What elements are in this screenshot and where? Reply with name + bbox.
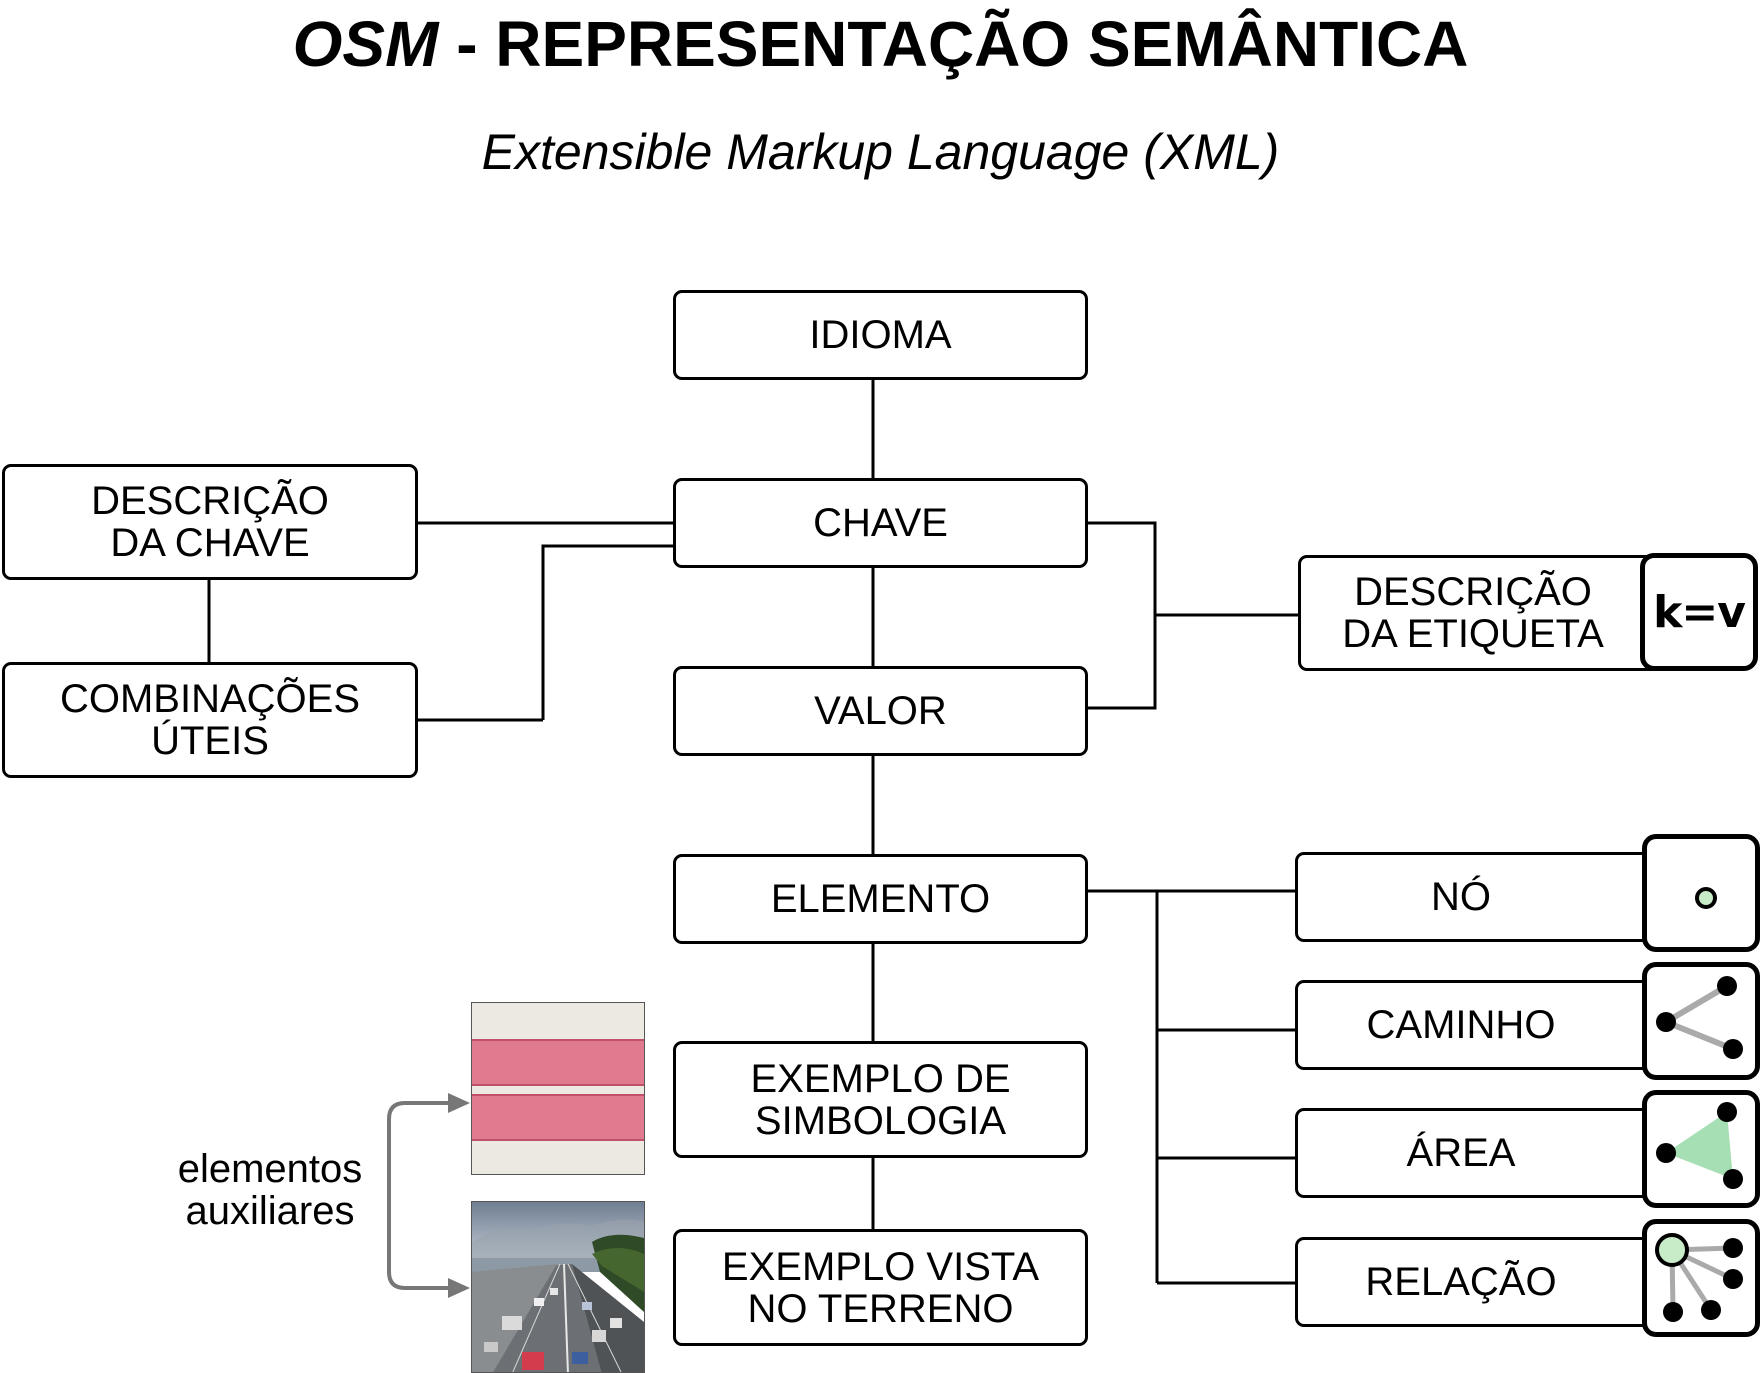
combinacoes-line1: COMBINAÇÕES: [59, 677, 361, 721]
node-icon: [1642, 834, 1760, 952]
descricao-chave-line2: DA CHAVE: [110, 521, 310, 565]
idioma-label: IDIOMA: [809, 313, 952, 357]
exemplo-simbologia-line2: SIMBOLOGIA: [754, 1098, 1007, 1143]
area-box: ÁREA: [1295, 1108, 1667, 1198]
page-subtitle: Extensible Markup Language (XML): [481, 124, 1280, 180]
auxiliary-label-line1: elementos: [177, 1147, 363, 1191]
kv-icon-text: k=v: [1653, 586, 1746, 638]
descricao-chave-line1: DESCRIÇÃO: [91, 479, 329, 523]
exemplo-vista-line1: EXEMPLO VISTA: [721, 1244, 1040, 1289]
symbology-example-image: [471, 1002, 645, 1175]
exemplo-vista-line2: NO TERRENO: [747, 1286, 1014, 1331]
caminho-label: CAMINHO: [1366, 1003, 1556, 1047]
relation-icon: [1642, 1219, 1760, 1337]
descricao-etiqueta-line2: DA ETIQUETA: [1342, 612, 1604, 656]
no-label: NÓ: [1431, 875, 1491, 919]
auxiliary-label-line2: auxiliares: [185, 1189, 355, 1233]
valor-label: VALOR: [814, 689, 947, 733]
exemplo-simbologia-line1: EXEMPLO DE: [750, 1056, 1011, 1101]
relacao-box: RELAÇÃO: [1295, 1237, 1667, 1327]
way-icon: [1642, 962, 1760, 1080]
area-label: ÁREA: [1406, 1131, 1516, 1175]
page-title: OSM - REPRESENTAÇÃO SEMÂNTICA: [0, 6, 1761, 82]
kv-icon: k=v: [1640, 553, 1758, 671]
valor-box: VALOR: [673, 666, 1088, 756]
area-icon: [1642, 1090, 1760, 1208]
auxiliary-label: elementos auxiliares: [140, 1148, 400, 1232]
chave-label: CHAVE: [813, 501, 948, 545]
idioma-box: IDIOMA: [673, 290, 1088, 380]
title-osm: OSM: [292, 8, 439, 80]
relacao-label: RELAÇÃO: [1365, 1260, 1557, 1304]
chave-box: CHAVE: [673, 478, 1088, 568]
elemento-label: ELEMENTO: [770, 877, 991, 921]
ground-view-photo: [471, 1201, 645, 1373]
no-box: NÓ: [1295, 852, 1667, 942]
caminho-box: CAMINHO: [1295, 980, 1667, 1070]
title-rest: - REPRESENTAÇÃO SEMÂNTICA: [438, 8, 1469, 80]
combinacoes-line2: ÚTEIS: [151, 719, 269, 763]
elemento-box: ELEMENTO: [673, 854, 1088, 944]
descricao-etiqueta-line1: DESCRIÇÃO: [1354, 570, 1592, 614]
